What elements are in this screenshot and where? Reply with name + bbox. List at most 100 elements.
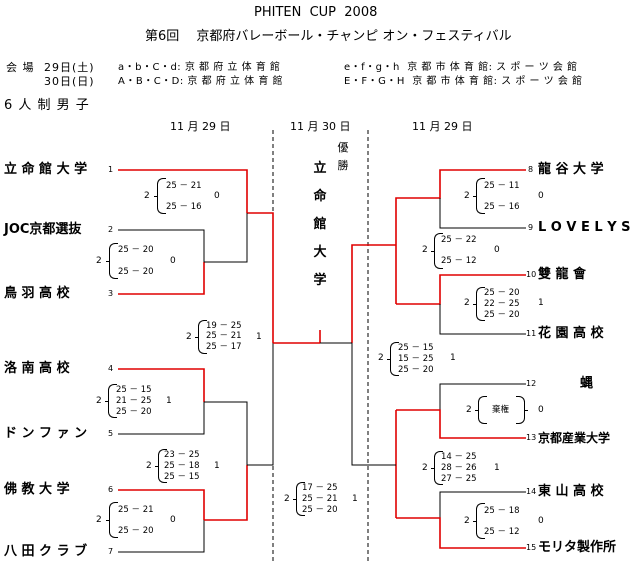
set-m9-2: 22 － 25 xyxy=(484,299,520,309)
date-right: 11 月 29 日 xyxy=(412,120,473,133)
team-right-9: L O V E L Y S xyxy=(538,220,631,235)
score-m3-left: 2 xyxy=(186,332,192,342)
seed-7: 7 xyxy=(108,547,114,556)
set-m12-2: 28 － 26 xyxy=(441,463,477,473)
set-m13-2: 25 － 12 xyxy=(484,527,520,537)
set-m12-3: 27 － 25 xyxy=(441,474,477,484)
venue-label: 会 場 xyxy=(6,61,35,74)
score-m1-right: 0 xyxy=(214,191,220,201)
brace-m10 xyxy=(387,342,399,376)
brace-m12 xyxy=(431,451,443,485)
set-m7-1: 25 － 11 xyxy=(484,181,520,191)
line-team-15 xyxy=(396,517,526,549)
set-m1-1: 25 － 21 xyxy=(166,181,202,191)
seed-10: 10 xyxy=(526,270,537,279)
line-team-9 xyxy=(439,198,526,229)
team-right-15: モリタ製作所 xyxy=(538,540,617,555)
line-team-4 xyxy=(118,368,205,402)
score-m2-right: 0 xyxy=(170,256,176,266)
set-m1-2: 25 － 16 xyxy=(166,202,202,212)
score-m2-left: 2 xyxy=(96,256,102,266)
venue-row2-left: A・B・C・D: 京 都 府 立 体 育 館 xyxy=(118,76,284,87)
score-m8-left: 2 xyxy=(422,245,428,255)
team-left-1: 立 命 館 大 学 xyxy=(4,162,88,177)
brace-m11 xyxy=(475,396,487,424)
score-m7-left: 2 xyxy=(464,191,470,201)
line-team-10 xyxy=(396,274,526,305)
line-23-winner xyxy=(204,213,248,263)
brace-m5 xyxy=(155,449,167,483)
set-m6-1: 25 － 21 xyxy=(118,505,154,515)
seed-4: 4 xyxy=(108,364,114,373)
line-team-2 xyxy=(118,229,205,262)
seed-13: 13 xyxy=(526,433,537,442)
line-lower-right-up xyxy=(351,343,396,466)
team-right-10: 雙 龍 會 xyxy=(538,267,587,282)
score-m5-right: 1 xyxy=(214,461,220,471)
seed-11: 11 xyxy=(526,329,537,338)
team-left-5: ド ン フ ァ ン xyxy=(4,426,88,441)
seed-5: 5 xyxy=(108,429,114,438)
champion-label: 優 勝 xyxy=(337,141,349,172)
score-m11-right: 0 xyxy=(538,405,544,415)
date-center: 11 月 30 日 xyxy=(290,120,351,133)
set-m3-2: 25 － 21 xyxy=(206,331,242,341)
score-m9-left: 2 xyxy=(464,298,470,308)
team-right-11: 花 園 高 校 xyxy=(538,326,604,341)
set-m9-3: 25 － 20 xyxy=(484,310,520,320)
score-m7-right: 0 xyxy=(538,191,544,201)
score-m9-right: 1 xyxy=(538,298,544,308)
brace-m13 xyxy=(473,503,485,539)
venue-day1: 29日(土) xyxy=(44,61,95,74)
set-final-2: 25 － 21 xyxy=(302,494,338,504)
venue-row2-right: E・F・G・H 京 都 市 体 育 館: ス ポ ー ツ 会 館 xyxy=(344,76,583,87)
seed-12: 12 xyxy=(526,379,537,388)
seed-1: 1 xyxy=(108,165,114,174)
line-lower-left xyxy=(247,343,274,466)
line-upper-right xyxy=(351,244,396,343)
score-m3-right: 1 xyxy=(256,332,262,342)
brace-final xyxy=(293,482,305,516)
score-m12-left: 2 xyxy=(422,463,428,473)
seed-3: 3 xyxy=(108,289,114,298)
line-team-12 xyxy=(439,383,526,410)
set-m5-3: 25 － 15 xyxy=(164,472,200,482)
set-m12-1: 14 － 25 xyxy=(441,452,477,462)
line-45-winner xyxy=(204,401,248,465)
team-right-13: 京都産業大学 xyxy=(538,431,611,445)
score-m4-right: 1 xyxy=(166,396,172,406)
team-left-4: 洛 南 高 校 xyxy=(4,361,70,376)
brace-m1 xyxy=(154,178,166,214)
line-team-7 xyxy=(118,520,205,553)
set-m4-1: 25 － 15 xyxy=(116,385,152,395)
set-m11-forfeit: 棄権 xyxy=(492,405,510,415)
set-m7-2: 25 － 16 xyxy=(484,202,520,212)
team-left-7: 八 田 ク ラ ブ xyxy=(4,544,88,559)
score-m1-left: 2 xyxy=(144,191,150,201)
date-left: 11 月 29 日 xyxy=(170,120,231,133)
line-team-1 xyxy=(118,169,248,213)
set-m5-1: 23 － 25 xyxy=(164,450,200,460)
set-m4-3: 25 － 20 xyxy=(116,407,152,417)
score-m13-left: 2 xyxy=(464,516,470,526)
score-m6-left: 2 xyxy=(96,515,102,525)
venue-day2: 30日(日) xyxy=(44,75,95,88)
team-right-12: 蝿 xyxy=(580,376,594,391)
champion-name: 立 命 館 大 学 xyxy=(313,161,327,288)
line-67-winner xyxy=(204,465,248,521)
line-team-3 xyxy=(118,262,205,295)
score-m13-right: 0 xyxy=(538,516,544,526)
event-title: PHITEN CUP 2008 xyxy=(254,5,378,20)
score-final-right: 1 xyxy=(352,494,358,504)
brace-m6 xyxy=(106,502,118,538)
brace-m2 xyxy=(106,243,118,279)
set-m10-3: 25 － 20 xyxy=(398,365,434,375)
seed-14: 14 xyxy=(526,487,537,496)
score-final-left: 2 xyxy=(284,494,290,504)
team-right-8: 龍 谷 大 学 xyxy=(538,162,604,177)
score-m10-left: 2 xyxy=(378,353,384,363)
set-m2-2: 25 － 20 xyxy=(118,267,154,277)
line-team-11 xyxy=(439,304,526,335)
